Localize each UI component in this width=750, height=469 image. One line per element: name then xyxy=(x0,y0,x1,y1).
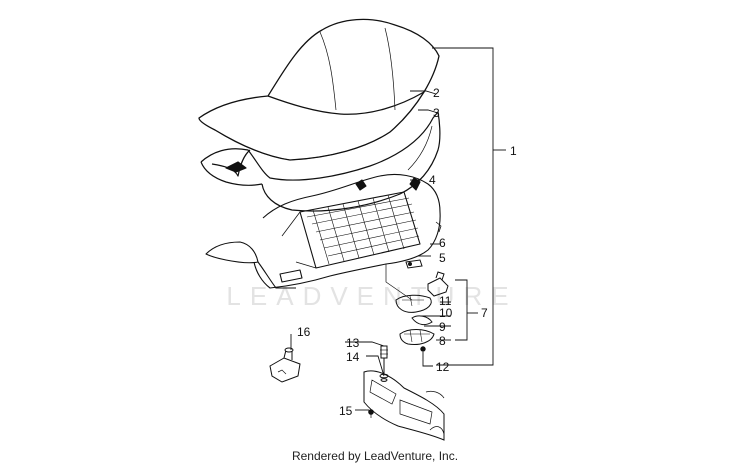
callout-leader-lines xyxy=(290,47,506,411)
callout-4: 4 xyxy=(429,173,436,187)
seat-base-drawing xyxy=(205,173,442,289)
callout-1: 1 xyxy=(510,144,517,158)
callout-8: 8 xyxy=(439,334,446,348)
callout-14: 14 xyxy=(346,350,360,364)
callout-3: 3 xyxy=(433,106,440,120)
callout-6: 6 xyxy=(439,236,446,250)
rendered-by-footer: Rendered by LeadVenture, Inc. xyxy=(291,449,459,463)
callout-13: 13 xyxy=(346,336,360,350)
callout-10: 10 xyxy=(439,306,453,320)
clip-fastener-drawing xyxy=(269,347,301,383)
callout-12: 12 xyxy=(436,360,450,374)
bolt-and-frame-drawing xyxy=(363,345,445,441)
bracket-drawing xyxy=(405,259,423,269)
seat-cushion-drawing xyxy=(198,18,440,161)
callout-16: 16 xyxy=(297,325,311,339)
callout-15: 15 xyxy=(339,404,353,418)
callout-7: 7 xyxy=(481,306,488,320)
callout-9: 9 xyxy=(439,320,446,334)
callout-5: 5 xyxy=(439,251,446,265)
seat-cover-drawing xyxy=(200,111,441,212)
callout-2: 2 xyxy=(433,86,440,100)
watermark: LEADVENTURE xyxy=(226,281,517,311)
latch-assembly-drawing xyxy=(385,264,449,352)
callout-11: 11 xyxy=(439,294,452,308)
